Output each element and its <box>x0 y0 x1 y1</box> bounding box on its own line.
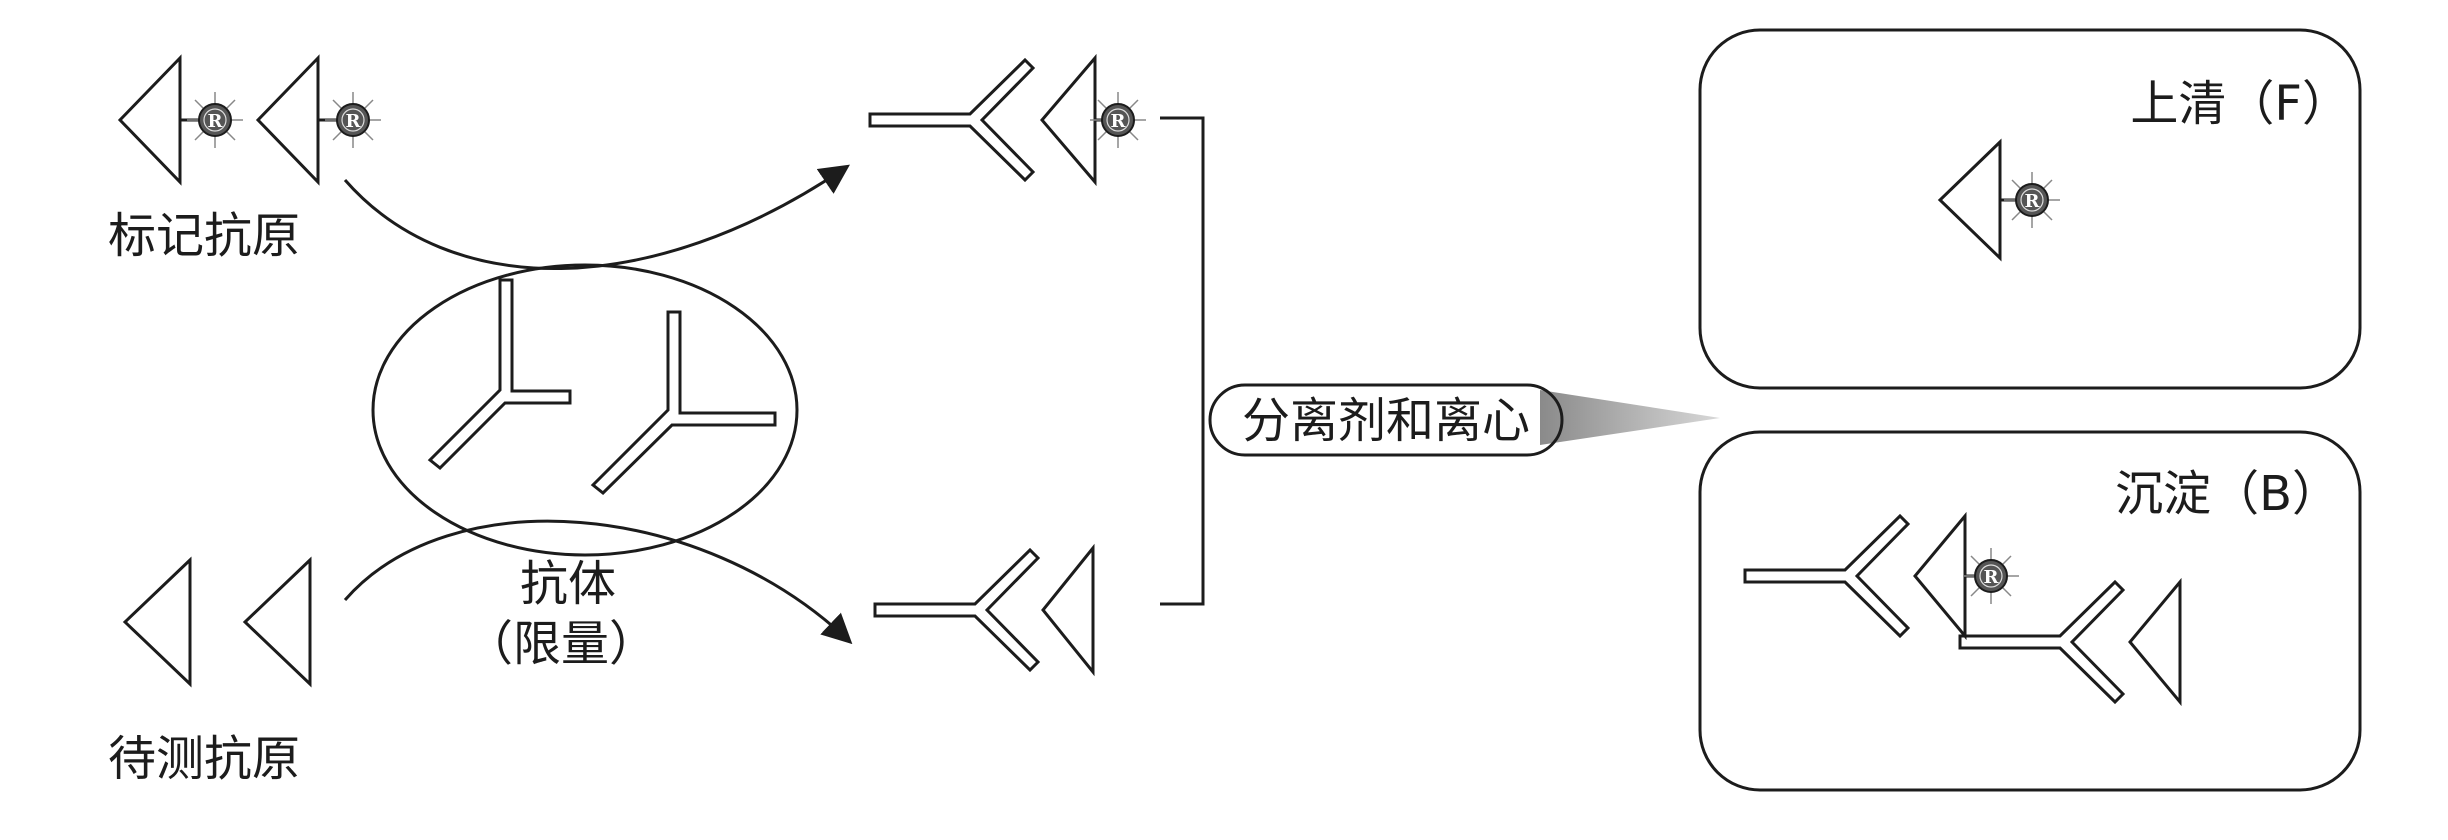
test-antigen-group: 待测抗原 <box>108 560 310 787</box>
marker-letter: R <box>2025 191 2041 212</box>
precipitate-label: 沉淀（B） <box>2115 466 2340 522</box>
marker-letter: R <box>208 111 224 132</box>
bracket <box>1160 118 1203 604</box>
bound-labeled-complex: R <box>1745 516 2019 636</box>
marker-letter: R <box>346 111 362 132</box>
free-antibody-1 <box>430 280 570 468</box>
labeled-antigen-2: R <box>258 58 381 182</box>
bound-unlabeled-complex <box>1960 582 2180 702</box>
marker-letter: R <box>1984 567 2000 588</box>
antibody-label-line1: 抗体 <box>520 556 616 612</box>
antibody-pool: 抗体 （限量） <box>373 265 797 672</box>
separation-label: 分离剂和离心 <box>1242 393 1530 449</box>
marker-letter: R <box>1111 111 1127 132</box>
arrow-upper <box>345 168 845 269</box>
complex-labeled: R <box>870 58 1146 182</box>
test-antigen-2 <box>245 560 310 684</box>
complex-unlabeled <box>875 548 1093 672</box>
separation-cone <box>1540 390 1720 445</box>
precipitate-box: 沉淀（B） R <box>1700 432 2360 790</box>
labeled-antigen-group: R R 标记抗原 <box>108 58 381 264</box>
labeled-antigen-label: 标记抗原 <box>108 208 300 264</box>
test-antigen-label: 待测抗原 <box>108 731 300 787</box>
supernatant-label: 上清（F） <box>2130 76 2350 132</box>
antibody-label-line2: （限量） <box>465 616 657 672</box>
free-antibody-2 <box>593 312 775 493</box>
test-antigen-1 <box>125 560 190 684</box>
supernatant-box: 上清（F） R <box>1700 30 2360 388</box>
labeled-antigen-1: R <box>120 58 243 182</box>
separation-step: 分离剂和离心 <box>1210 385 1562 455</box>
free-labeled-antigen: R <box>1940 142 2060 258</box>
